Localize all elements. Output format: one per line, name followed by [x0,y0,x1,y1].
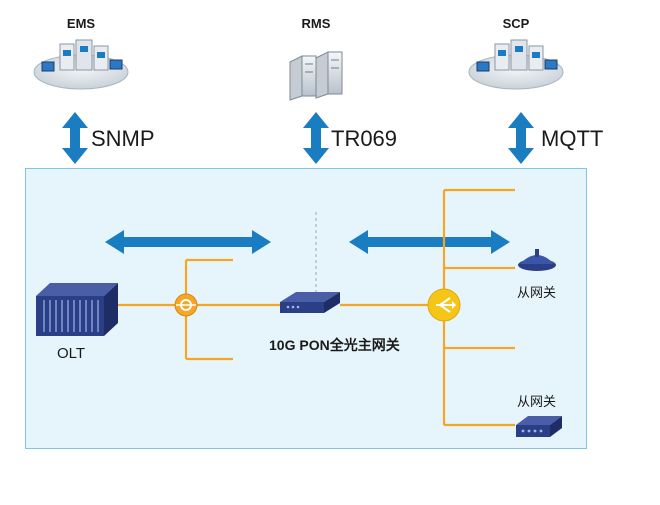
rms-server-icon [289,51,343,101]
slave-gateway-2-label: 从网关 [517,394,557,409]
right-double-arrow [349,230,510,254]
scp-label: SCP [502,16,530,31]
mqtt-label: MQTT [541,126,604,151]
scp-server-icon [468,39,564,90]
fiber-lines [118,188,515,427]
tr069-label: TR069 [331,126,398,151]
hub-icon [427,288,461,322]
snmp-label: SNMP [91,126,155,151]
rms-label: RMS [301,16,331,31]
slave-gateway-2-icon [516,416,562,437]
olt-icon [36,283,118,336]
main-gateway-icon [280,292,340,313]
splitter-icon [174,293,198,317]
olt-label: OLT [57,345,86,362]
slave-gateway-1-label: 从网关 [517,285,557,300]
snmp-arrow [62,112,88,164]
left-double-arrow [105,230,271,254]
slave-gateway-1-icon [518,249,556,271]
main-gateway-label: 10G PON全光主网关 [269,337,400,353]
ems-label: EMS [66,16,96,31]
tr069-arrow [303,112,329,164]
mqtt-arrow [508,112,534,164]
ems-server-icon [33,39,129,90]
